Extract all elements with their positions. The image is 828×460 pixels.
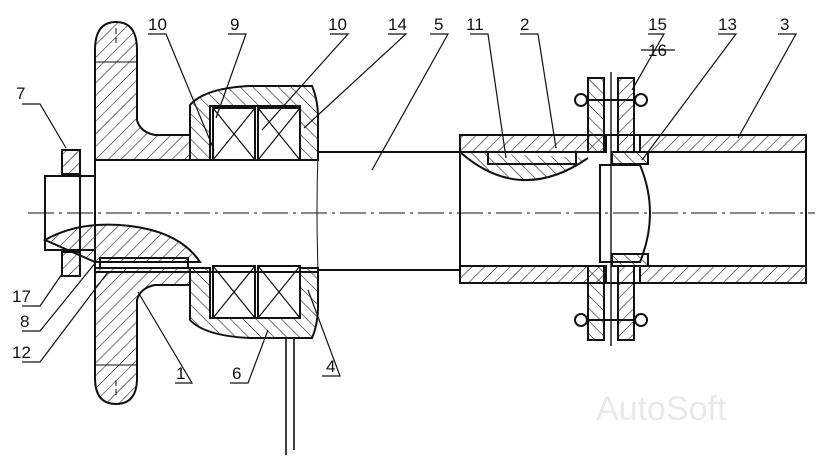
- bearing-right-top: [257, 107, 301, 161]
- watermark: AutoSoft: [596, 390, 727, 428]
- label-17: 17: [12, 287, 31, 306]
- label-16: 16: [648, 41, 667, 60]
- bearing-left-bottom: [212, 265, 256, 319]
- key-part-11: [487, 151, 577, 165]
- sprocket-part-1: [94, 20, 191, 406]
- label-7: 7: [16, 84, 25, 103]
- bearing-right-bottom: [257, 265, 301, 319]
- label-4: 4: [326, 357, 335, 376]
- label-2: 2: [520, 15, 529, 34]
- label-3: 3: [780, 15, 789, 34]
- label-8: 8: [20, 312, 29, 331]
- leader-lines: [22, 33, 798, 384]
- key-part-12: [99, 257, 189, 269]
- label-10-right: 10: [328, 15, 347, 34]
- housing-part-6: [189, 85, 319, 455]
- drawing-lines: [22, 20, 815, 455]
- shaft-part-5: [42, 151, 461, 273]
- label-15: 15: [648, 15, 667, 34]
- label-10-left: 10: [148, 15, 167, 34]
- label-6: 6: [232, 364, 241, 383]
- label-9: 9: [230, 15, 239, 34]
- bearing-left-top: [212, 107, 256, 161]
- nut-part-7: [61, 149, 81, 277]
- label-13: 13: [718, 15, 737, 34]
- label-5: 5: [434, 15, 443, 34]
- coupling-sleeve-part-3: [459, 134, 807, 284]
- label-1: 1: [176, 364, 185, 383]
- label-12: 12: [12, 343, 31, 362]
- label-14: 14: [388, 15, 407, 34]
- part-labels: 7 17 8 12 1 6 4 10 9 10 14 5 11 2 15 16 …: [12, 15, 789, 383]
- coupling-flange: [574, 72, 651, 346]
- label-11: 11: [466, 15, 484, 34]
